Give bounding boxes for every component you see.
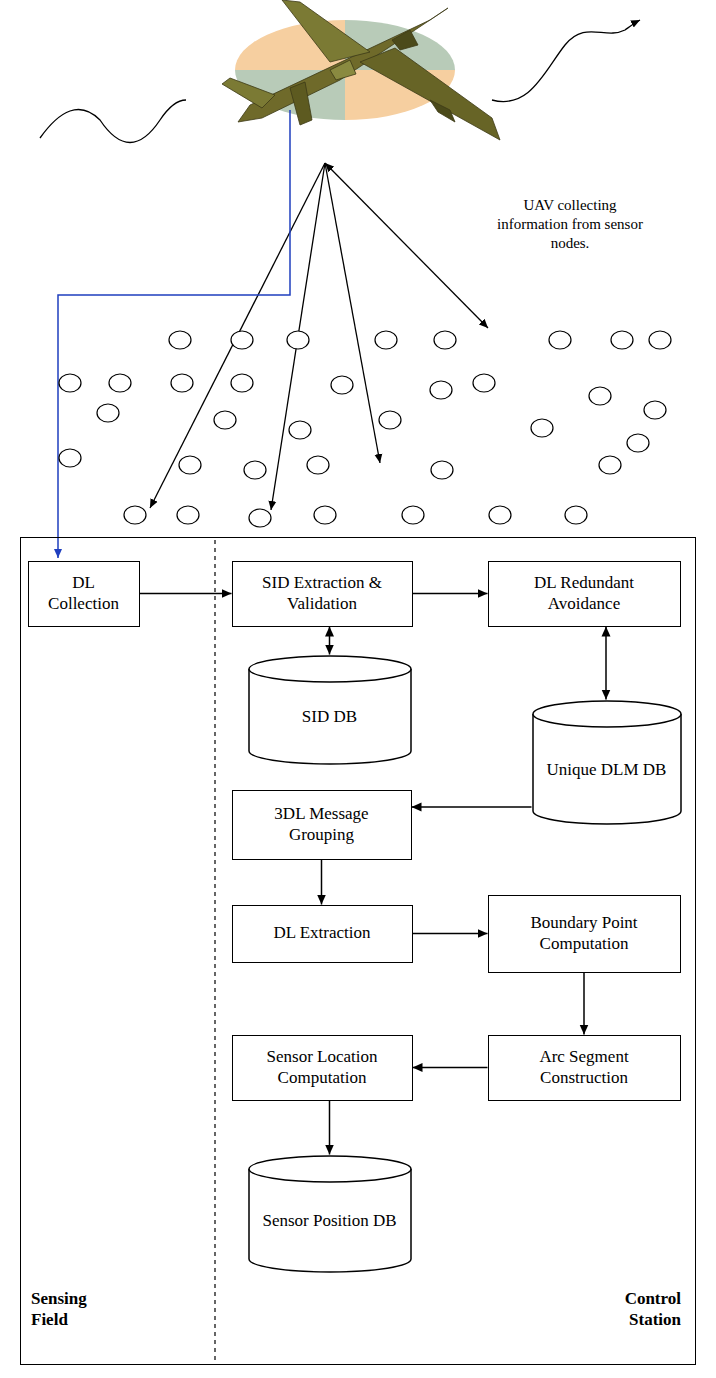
sensor-node	[434, 331, 456, 349]
process-box: Sensor Location Computation	[232, 1035, 413, 1101]
flow-arrow	[413, 1067, 488, 1069]
sensor-node	[627, 434, 649, 452]
node-text: DL Extraction	[273, 923, 370, 943]
sensor-node	[179, 456, 201, 474]
node-text: Sensor Location Computation	[241, 1047, 404, 1088]
flow-arrow	[329, 627, 331, 655]
sensor-node	[644, 401, 666, 419]
region-label: Sensing Field	[31, 1288, 111, 1331]
node-text: SID Extraction & Validation	[241, 573, 404, 614]
sensor-node	[109, 374, 131, 392]
sensor-node	[565, 506, 587, 524]
sensor-node	[289, 421, 311, 439]
flow-arrow	[413, 933, 488, 935]
process-box: DL Collection	[28, 561, 140, 627]
flow-arrow	[583, 973, 585, 1035]
sensor-node	[307, 456, 329, 474]
sensor-node	[169, 331, 191, 349]
station-frame: Sensing Field Control Station DL Collectio…	[20, 537, 696, 1365]
process-box: Boundary Point Computation	[488, 895, 681, 973]
sensor-node	[375, 331, 397, 349]
database-cylinder: Unique DLM DB	[532, 700, 682, 825]
sensor-node	[214, 411, 236, 429]
sensor-node	[124, 506, 146, 524]
sensor-node	[287, 331, 309, 349]
sensor-node	[177, 506, 199, 524]
sensor-node	[430, 381, 452, 399]
flow-arrow	[605, 627, 607, 700]
sensor-node	[402, 506, 424, 524]
flow-arrow	[412, 806, 532, 808]
sensor-node	[59, 449, 81, 467]
process-box: SID Extraction & Validation	[232, 561, 413, 627]
flow-arrow	[321, 860, 323, 905]
sensor-node	[599, 456, 621, 474]
sensor-node	[59, 374, 81, 392]
process-box: Arc Segment Construction	[488, 1035, 681, 1101]
sensor-node	[473, 374, 495, 392]
process-box: 3DL Message Grouping	[232, 790, 412, 860]
node-text: Boundary Point Computation	[497, 913, 672, 954]
sensor-node	[231, 331, 253, 349]
node-text: Unique DLM DB	[547, 760, 667, 780]
flow-arrow	[413, 593, 488, 595]
sensor-node	[489, 506, 511, 524]
sensor-node	[431, 461, 453, 479]
node-text: SID DB	[302, 707, 357, 727]
sensor-node	[589, 387, 611, 405]
process-box: DL Redundant Avoidance	[488, 561, 681, 627]
flow-arrow	[140, 593, 232, 595]
node-text: DL Redundant Avoidance	[497, 573, 672, 614]
node-text: Arc Segment Construction	[497, 1047, 672, 1088]
sensor-node	[549, 331, 571, 349]
sensor-node	[171, 374, 193, 392]
sensor-node	[379, 411, 401, 429]
process-box: DL Extraction	[232, 905, 413, 963]
sensor-node	[231, 374, 253, 392]
region-label: Control Station	[601, 1288, 681, 1331]
database-cylinder: SID DB	[248, 655, 412, 765]
sensor-node	[249, 509, 271, 527]
sensor-node	[314, 506, 336, 524]
database-cylinder: Sensor Position DB	[248, 1155, 412, 1273]
sensor-node	[531, 419, 553, 437]
sensor-node	[97, 404, 119, 422]
sensor-node	[244, 461, 266, 479]
flow-arrow	[329, 1101, 331, 1155]
node-text: DL Collection	[37, 573, 131, 614]
sensor-node	[611, 331, 633, 349]
sensor-node	[331, 376, 353, 394]
caption-note: UAV collecting information from sensor n…	[495, 196, 645, 252]
node-text: 3DL Message Grouping	[241, 804, 403, 845]
sensor-node	[649, 331, 671, 349]
node-text: Sensor Position DB	[262, 1211, 396, 1231]
